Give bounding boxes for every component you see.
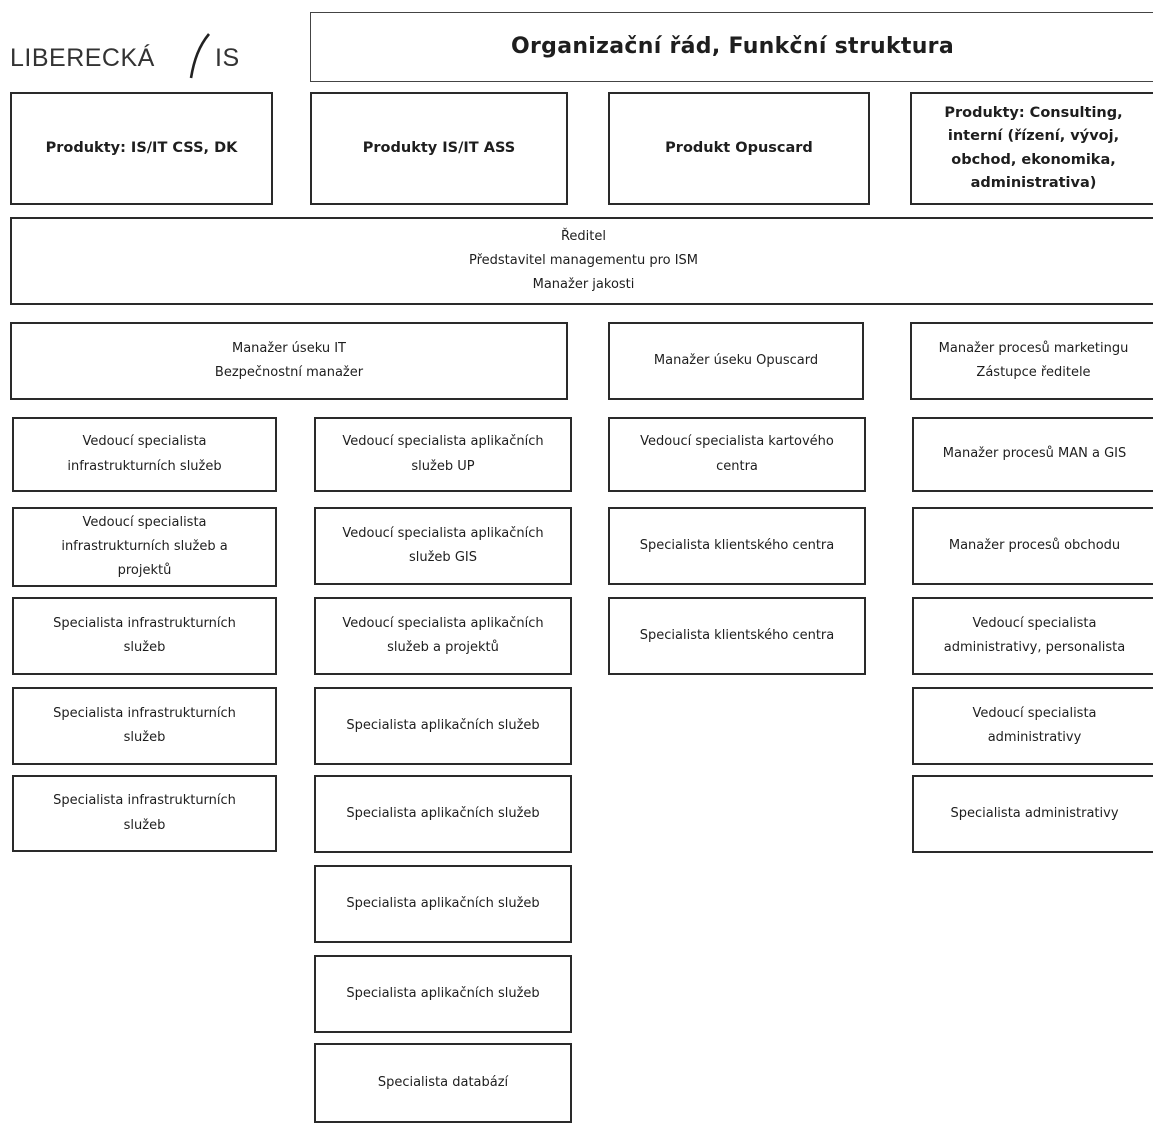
application-role-box: Specialista aplikačních služeb <box>314 865 572 943</box>
marketing-role-box: Manažer procesů obchodu <box>912 507 1153 585</box>
director-box-line: Ředitel <box>560 228 607 244</box>
marketing-role-box: Manažer procesů MAN a GIS <box>912 417 1153 492</box>
infrastructure-role-box-line: infrastrukturních služeb a <box>61 538 228 554</box>
product-box-line: Produkt Opuscard <box>665 139 813 156</box>
director-box-line: Manažer jakosti <box>532 277 635 293</box>
page-title: Organizační řád, Funkční struktura <box>310 12 1153 82</box>
infrastructure-role-box: Specialista infrastrukturních služeb <box>12 597 277 675</box>
marketing-role-box-line: Manažer procesů obchodu <box>948 537 1121 553</box>
application-role-box-line: Vedoucí specialista aplikačních <box>342 615 544 631</box>
product-box: Produkty: IS/IT CSS, DK <box>10 92 273 205</box>
infrastructure-role-box: Vedoucí specialista infrastrukturních slu… <box>12 507 277 587</box>
marketing-role-box: Vedoucí specialista administrativy <box>912 687 1153 765</box>
opuscard-role-box-line: Vedoucí specialista kartového <box>640 434 834 450</box>
manager-box: Manažer úseku IT Bezpečnostní manažer <box>10 322 568 400</box>
logo-text-right: IS <box>215 44 240 72</box>
application-role-box: Vedoucí specialista aplikačních služeb UP <box>314 417 572 492</box>
application-role-box: Specialista aplikačních služeb <box>314 955 572 1033</box>
marketing-role-box: Vedoucí specialista administrativy, perso… <box>912 597 1153 675</box>
logo-text-left: LIBERECKÁ <box>10 44 155 72</box>
application-role-box-line: služeb UP <box>411 458 475 474</box>
product-box-line: Produkty: Consulting, <box>944 105 1123 122</box>
infrastructure-role-box-line: Vedoucí specialista <box>82 434 207 450</box>
opuscard-role-box: Specialista klientského centra <box>608 507 866 585</box>
manager-box-line: Bezpečnostní manažer <box>214 365 364 380</box>
application-role-box-line: Vedoucí specialista aplikačních <box>342 434 544 450</box>
manager-box-line: Zástupce ředitele <box>976 365 1091 380</box>
product-box: Produkty IS/IT ASS <box>310 92 568 205</box>
infrastructure-role-box-line: Specialista infrastrukturních <box>53 615 236 631</box>
application-role-box-line: služeb GIS <box>408 550 477 565</box>
infrastructure-role-box-line: služeb <box>123 817 166 833</box>
application-role-box-line: služeb a projektů <box>387 640 499 655</box>
marketing-role-box: Specialista administrativy <box>912 775 1153 853</box>
infrastructure-role-box: Vedoucí specialista infrastrukturních slu… <box>12 417 277 492</box>
manager-box-line: Manažer úseku Opuscard <box>653 352 819 368</box>
infrastructure-role-box-line: projektů <box>117 563 172 579</box>
application-role-box: Specialista aplikačních služeb <box>314 687 572 765</box>
application-role-box: Vedoucí specialista aplikačních služeb GI… <box>314 507 572 585</box>
infrastructure-role-box-line: služeb <box>123 640 166 655</box>
logo-slash-icon <box>189 33 211 79</box>
manager-box-line: Manažer úseku IT <box>232 340 346 356</box>
manager-box-line: Manažer procesů marketingu <box>938 340 1129 356</box>
application-role-box-line: Vedoucí specialista aplikačních <box>342 525 544 541</box>
marketing-role-box-line: administrativy <box>987 730 1082 745</box>
product-box-line: interní (řízení, vývoj, <box>947 128 1120 145</box>
marketing-role-box-line: Manažer procesů MAN a GIS <box>942 446 1127 462</box>
infrastructure-role-box-line: infrastrukturních služeb <box>67 458 222 474</box>
application-role-box-line: Specialista aplikačních služeb <box>346 717 540 733</box>
product-box: Produkty: Consulting, interní (řízení, vý… <box>910 92 1153 205</box>
opuscard-role-box: Vedoucí specialista kartového centra <box>608 417 866 492</box>
marketing-role-box-line: Vedoucí specialista <box>972 615 1097 631</box>
product-box-line: Produkty IS/IT ASS <box>362 139 516 156</box>
product-box-line: administrativa) <box>970 174 1097 191</box>
infrastructure-role-box-line: Vedoucí specialista <box>82 514 207 530</box>
product-box-line: Produkty: IS/IT CSS, DK <box>45 139 238 156</box>
application-role-box: Specialista aplikačních služeb <box>314 775 572 853</box>
product-box: Produkt Opuscard <box>608 92 870 205</box>
application-role-box-line: Specialista aplikačních služeb <box>346 895 540 911</box>
infrastructure-role-box: Specialista infrastrukturních služeb <box>12 775 277 852</box>
opuscard-role-box-line: Specialista klientského centra <box>639 627 835 643</box>
product-box-line: obchod, ekonomika, <box>951 151 1116 168</box>
application-role-box-line: Specialista databází <box>377 1074 509 1090</box>
infrastructure-role-box-line: Specialista infrastrukturních <box>53 705 236 721</box>
marketing-role-box-line: administrativy, personalista <box>943 640 1126 655</box>
manager-box: Manažer úseku Opuscard <box>608 322 864 400</box>
opuscard-role-box: Specialista klientského centra <box>608 597 866 675</box>
opuscard-role-box-line: Specialista klientského centra <box>639 537 835 553</box>
infrastructure-role-box-line: Specialista infrastrukturních <box>53 793 236 809</box>
opuscard-role-box-line: centra <box>716 458 758 474</box>
application-role-box-line: Specialista aplikačních služeb <box>346 805 540 821</box>
infrastructure-role-box-line: služeb <box>123 730 166 745</box>
marketing-role-box-line: Specialista administrativy <box>950 805 1119 821</box>
company-logo: LIBERECKÁ IS <box>10 30 270 80</box>
application-role-box: Vedoucí specialista aplikačních služeb a … <box>314 597 572 675</box>
infrastructure-role-box: Specialista infrastrukturních služeb <box>12 687 277 765</box>
application-role-box-line: Specialista aplikačních služeb <box>346 985 540 1001</box>
marketing-role-box-line: Vedoucí specialista <box>972 705 1097 721</box>
director-box-line: Představitel managementu pro ISM <box>468 252 699 268</box>
application-role-box: Specialista databází <box>314 1043 572 1123</box>
